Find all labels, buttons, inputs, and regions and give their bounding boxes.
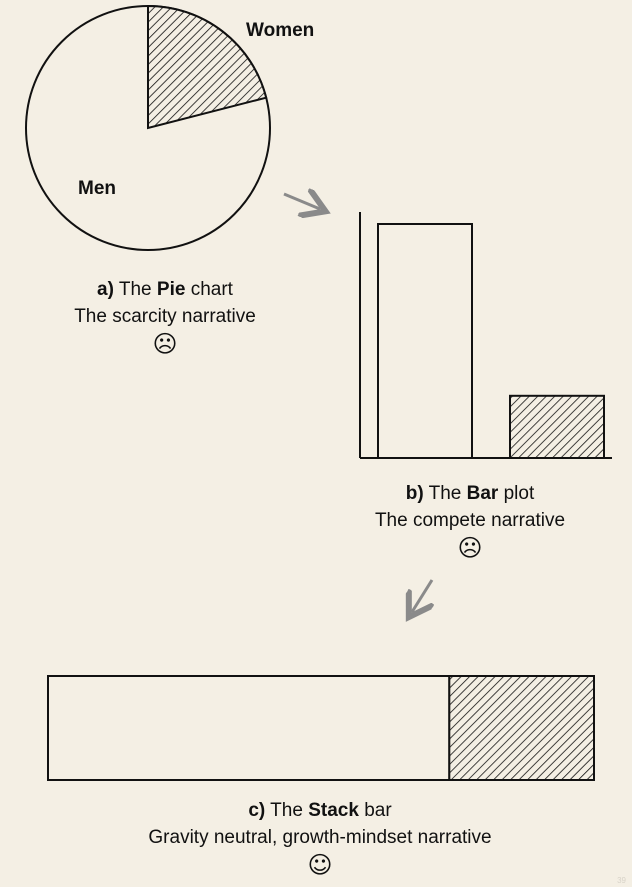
pie-chart [25, 4, 271, 251]
bar-women [509, 394, 605, 459]
page-number: 39 [617, 876, 626, 885]
pie-label-men: Men [78, 178, 116, 199]
arrow-pie-to-bar [283, 194, 320, 209]
pie-caption-letter: a) [97, 279, 114, 300]
pie-caption-bold: Pie [156, 279, 186, 300]
bar-caption-title: b) The Bar plot [340, 480, 600, 507]
sad-face-icon: ☹ [152, 330, 178, 358]
pie-caption-post: chart [190, 279, 233, 300]
bar-plot [359, 212, 612, 459]
bar-caption: b) The Bar plot The compete narrative ☹ [340, 480, 600, 562]
bar-caption-pre: The [428, 483, 462, 504]
pie-narrative: The scarcity narrative [74, 306, 256, 327]
pie-label-women: Women [246, 20, 315, 41]
pie-caption-title: a) The Pie chart [40, 276, 290, 303]
stack-segment-men [47, 675, 451, 781]
pie-slice-women [147, 4, 268, 130]
stack-caption: c) The Stack bar Gravity neutral, growth… [60, 797, 580, 879]
stack-caption-title: c) The Stack bar [60, 797, 580, 824]
stack-caption-pre: The [270, 800, 303, 821]
stack-caption-letter: c) [248, 800, 266, 821]
sad-face-icon: ☹ [457, 534, 483, 562]
arrow-bar-to-stack [412, 579, 432, 612]
stack-narrative: Gravity neutral, growth-mindset narrativ… [148, 827, 492, 848]
bar-caption-post: plot [503, 483, 535, 504]
stack-caption-post: bar [364, 800, 392, 821]
pie-caption: a) The Pie chart The scarcity narrative … [40, 276, 290, 358]
smiley-face-icon: ☺ [307, 851, 333, 879]
bar-narrative: The compete narrative [374, 510, 566, 531]
bar-men [377, 223, 473, 459]
pie-caption-pre: The [118, 279, 152, 300]
stack-segment-women [448, 675, 595, 781]
stack-caption-bold: Stack [308, 800, 359, 821]
stack-bar [47, 675, 595, 781]
bar-caption-letter: b) [405, 483, 424, 504]
bar-caption-bold: Bar [466, 483, 499, 504]
